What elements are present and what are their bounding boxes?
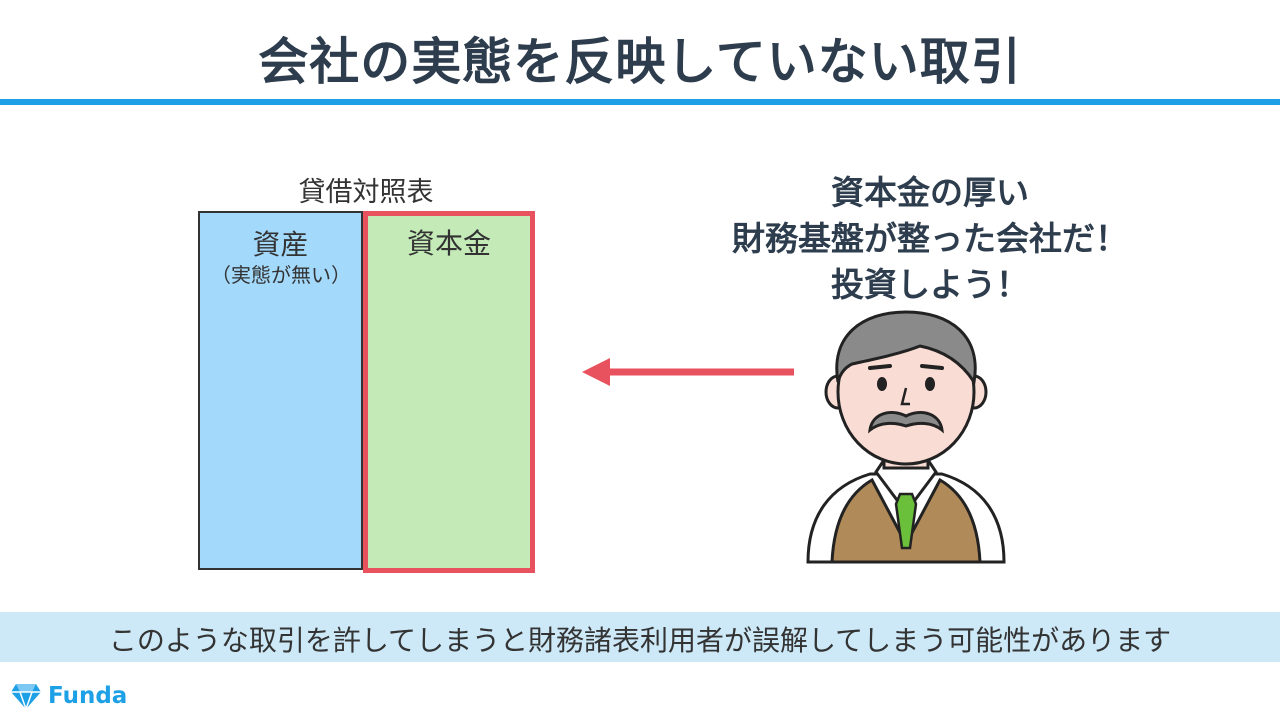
assets-label: 資産 — [252, 228, 309, 261]
assets-note: （実態が無い） — [211, 263, 351, 287]
bottom-note-band: このような取引を許してしまうと財務諸表利用者が誤解してしまう可能性があります — [0, 612, 1280, 662]
diamond-logo-icon — [11, 684, 41, 710]
capital-box: 資本金 — [363, 211, 535, 573]
speech-line-1: 資本金の厚い — [831, 173, 1029, 212]
assets-box: 資産 （実態が無い） — [198, 211, 363, 570]
page-title: 会社の実態を反映していない取引 — [258, 33, 1022, 91]
speech-line-2: 財務基盤が整った会社だ！ — [732, 219, 1128, 258]
title-underline — [0, 99, 1280, 105]
investor-speech: 資本金の厚い 財務基盤が整った会社だ！ 投資しよう！ — [660, 170, 1200, 308]
speech-line-3: 投資しよう！ — [831, 265, 1029, 304]
bottom-note-text: このような取引を許してしまうと財務諸表利用者が誤解してしまう可能性があります — [108, 624, 1172, 657]
arrow-left-icon — [582, 358, 794, 386]
funda-logo: Funda — [10, 680, 127, 712]
capital-label: 資本金 — [406, 227, 491, 260]
investor-illustration — [806, 310, 1006, 564]
balance-sheet-title: 貸借対照表 — [298, 177, 434, 208]
logo-text: Funda — [48, 683, 128, 709]
